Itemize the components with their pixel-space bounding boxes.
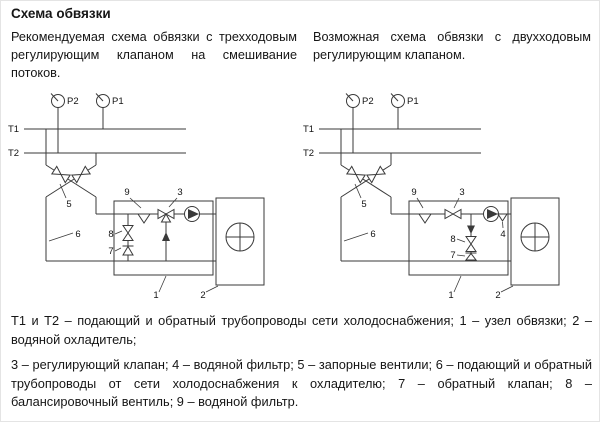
leader-lines	[343, 183, 514, 293]
label-6: 6	[370, 229, 375, 240]
label-1: 1	[153, 290, 158, 301]
shutoff-valve-icon	[345, 165, 367, 184]
label-2: 2	[200, 290, 205, 301]
label-4: 4	[500, 229, 505, 240]
piping-unit-box	[408, 200, 509, 276]
legend-paragraph-1: Т1 и Т2 – подающий и обратный трубопрово…	[11, 313, 592, 347]
label-3: 3	[459, 187, 464, 198]
strainer-filter-icon	[418, 213, 432, 224]
water-filter-icon	[497, 213, 508, 222]
pressure-gauge-p2-icon	[50, 93, 65, 153]
balancing-valve-icon	[122, 225, 134, 241]
label-7: 7	[450, 250, 455, 261]
label-9: 9	[124, 187, 129, 198]
cooler-unit	[510, 197, 560, 286]
flow-arrow-up-icon	[162, 232, 170, 241]
riser-and-unit-pipes	[45, 129, 216, 262]
three-way-valve-icon	[157, 208, 175, 223]
pressure-gauge-p1-icon	[95, 93, 110, 129]
label-1: 1	[448, 290, 453, 301]
label-9: 9	[411, 187, 416, 198]
pump-icon	[184, 206, 200, 222]
leader-lines	[48, 183, 219, 293]
label-2: 2	[495, 290, 500, 301]
pump-icon	[483, 206, 499, 222]
diagram-number-labels: Т1 Т2 Р2 Р1 5 6 9 3 4 8 7 1 2	[303, 96, 506, 301]
check-valve-icon	[122, 245, 134, 256]
diagram-three-way-scheme: Т1 Т2 Р2 Р1 5 6 9 3 8 7 1 2	[8, 93, 265, 301]
label-p1: Р1	[407, 96, 419, 107]
label-t2: Т2	[8, 148, 19, 159]
label-8: 8	[450, 234, 455, 245]
caption-two-way-scheme: Возможная схема обвязки с двухходовым ре…	[313, 30, 591, 62]
label-3: 3	[177, 187, 182, 198]
label-p2: Р2	[362, 96, 374, 107]
supply-return-mains	[24, 128, 186, 154]
page-title: Схема обвязки	[11, 6, 111, 21]
two-way-valve-icon	[444, 208, 462, 220]
label-t2: Т2	[303, 148, 314, 159]
cooler-unit	[215, 197, 265, 286]
label-5: 5	[361, 199, 366, 210]
supply-return-mains	[319, 128, 481, 154]
label-p1: Р1	[112, 96, 124, 107]
strainer-filter-icon	[137, 213, 151, 224]
label-t1: Т1	[303, 124, 314, 135]
flow-arrow-down-icon	[467, 225, 475, 234]
shutoff-valve-icon	[50, 165, 72, 184]
diagram-number-labels: Т1 Т2 Р2 Р1 5 6 9 3 8 7 1 2	[8, 96, 206, 301]
label-5: 5	[66, 199, 71, 210]
pressure-gauge-p2-icon	[345, 93, 360, 153]
legend-paragraph-2: 3 – регулирующий клапан; 4 – водяной фил…	[11, 357, 592, 409]
legend: Т1 и Т2 – подающий и обратный трубопрово…	[11, 312, 592, 419]
label-6: 6	[75, 229, 80, 240]
pressure-gauge-p1-icon	[390, 93, 405, 129]
shutoff-valve-icon	[365, 165, 387, 184]
balancing-valve-icon	[465, 236, 477, 252]
diagram-two-way-scheme: Т1 Т2 Р2 Р1 5 6 9 3 4 8 7 1 2	[303, 93, 560, 301]
label-8: 8	[108, 229, 113, 240]
riser-and-unit-pipes	[340, 129, 511, 262]
check-valve-icon	[464, 252, 478, 261]
caption-three-way-scheme: Рекомендуемая схема обвязки с трехходовы…	[11, 30, 297, 80]
label-t1: Т1	[8, 124, 19, 135]
shutoff-valve-icon	[70, 165, 92, 184]
piping-unit-box	[113, 200, 214, 276]
label-p2: Р2	[67, 96, 79, 107]
label-7: 7	[108, 246, 113, 257]
